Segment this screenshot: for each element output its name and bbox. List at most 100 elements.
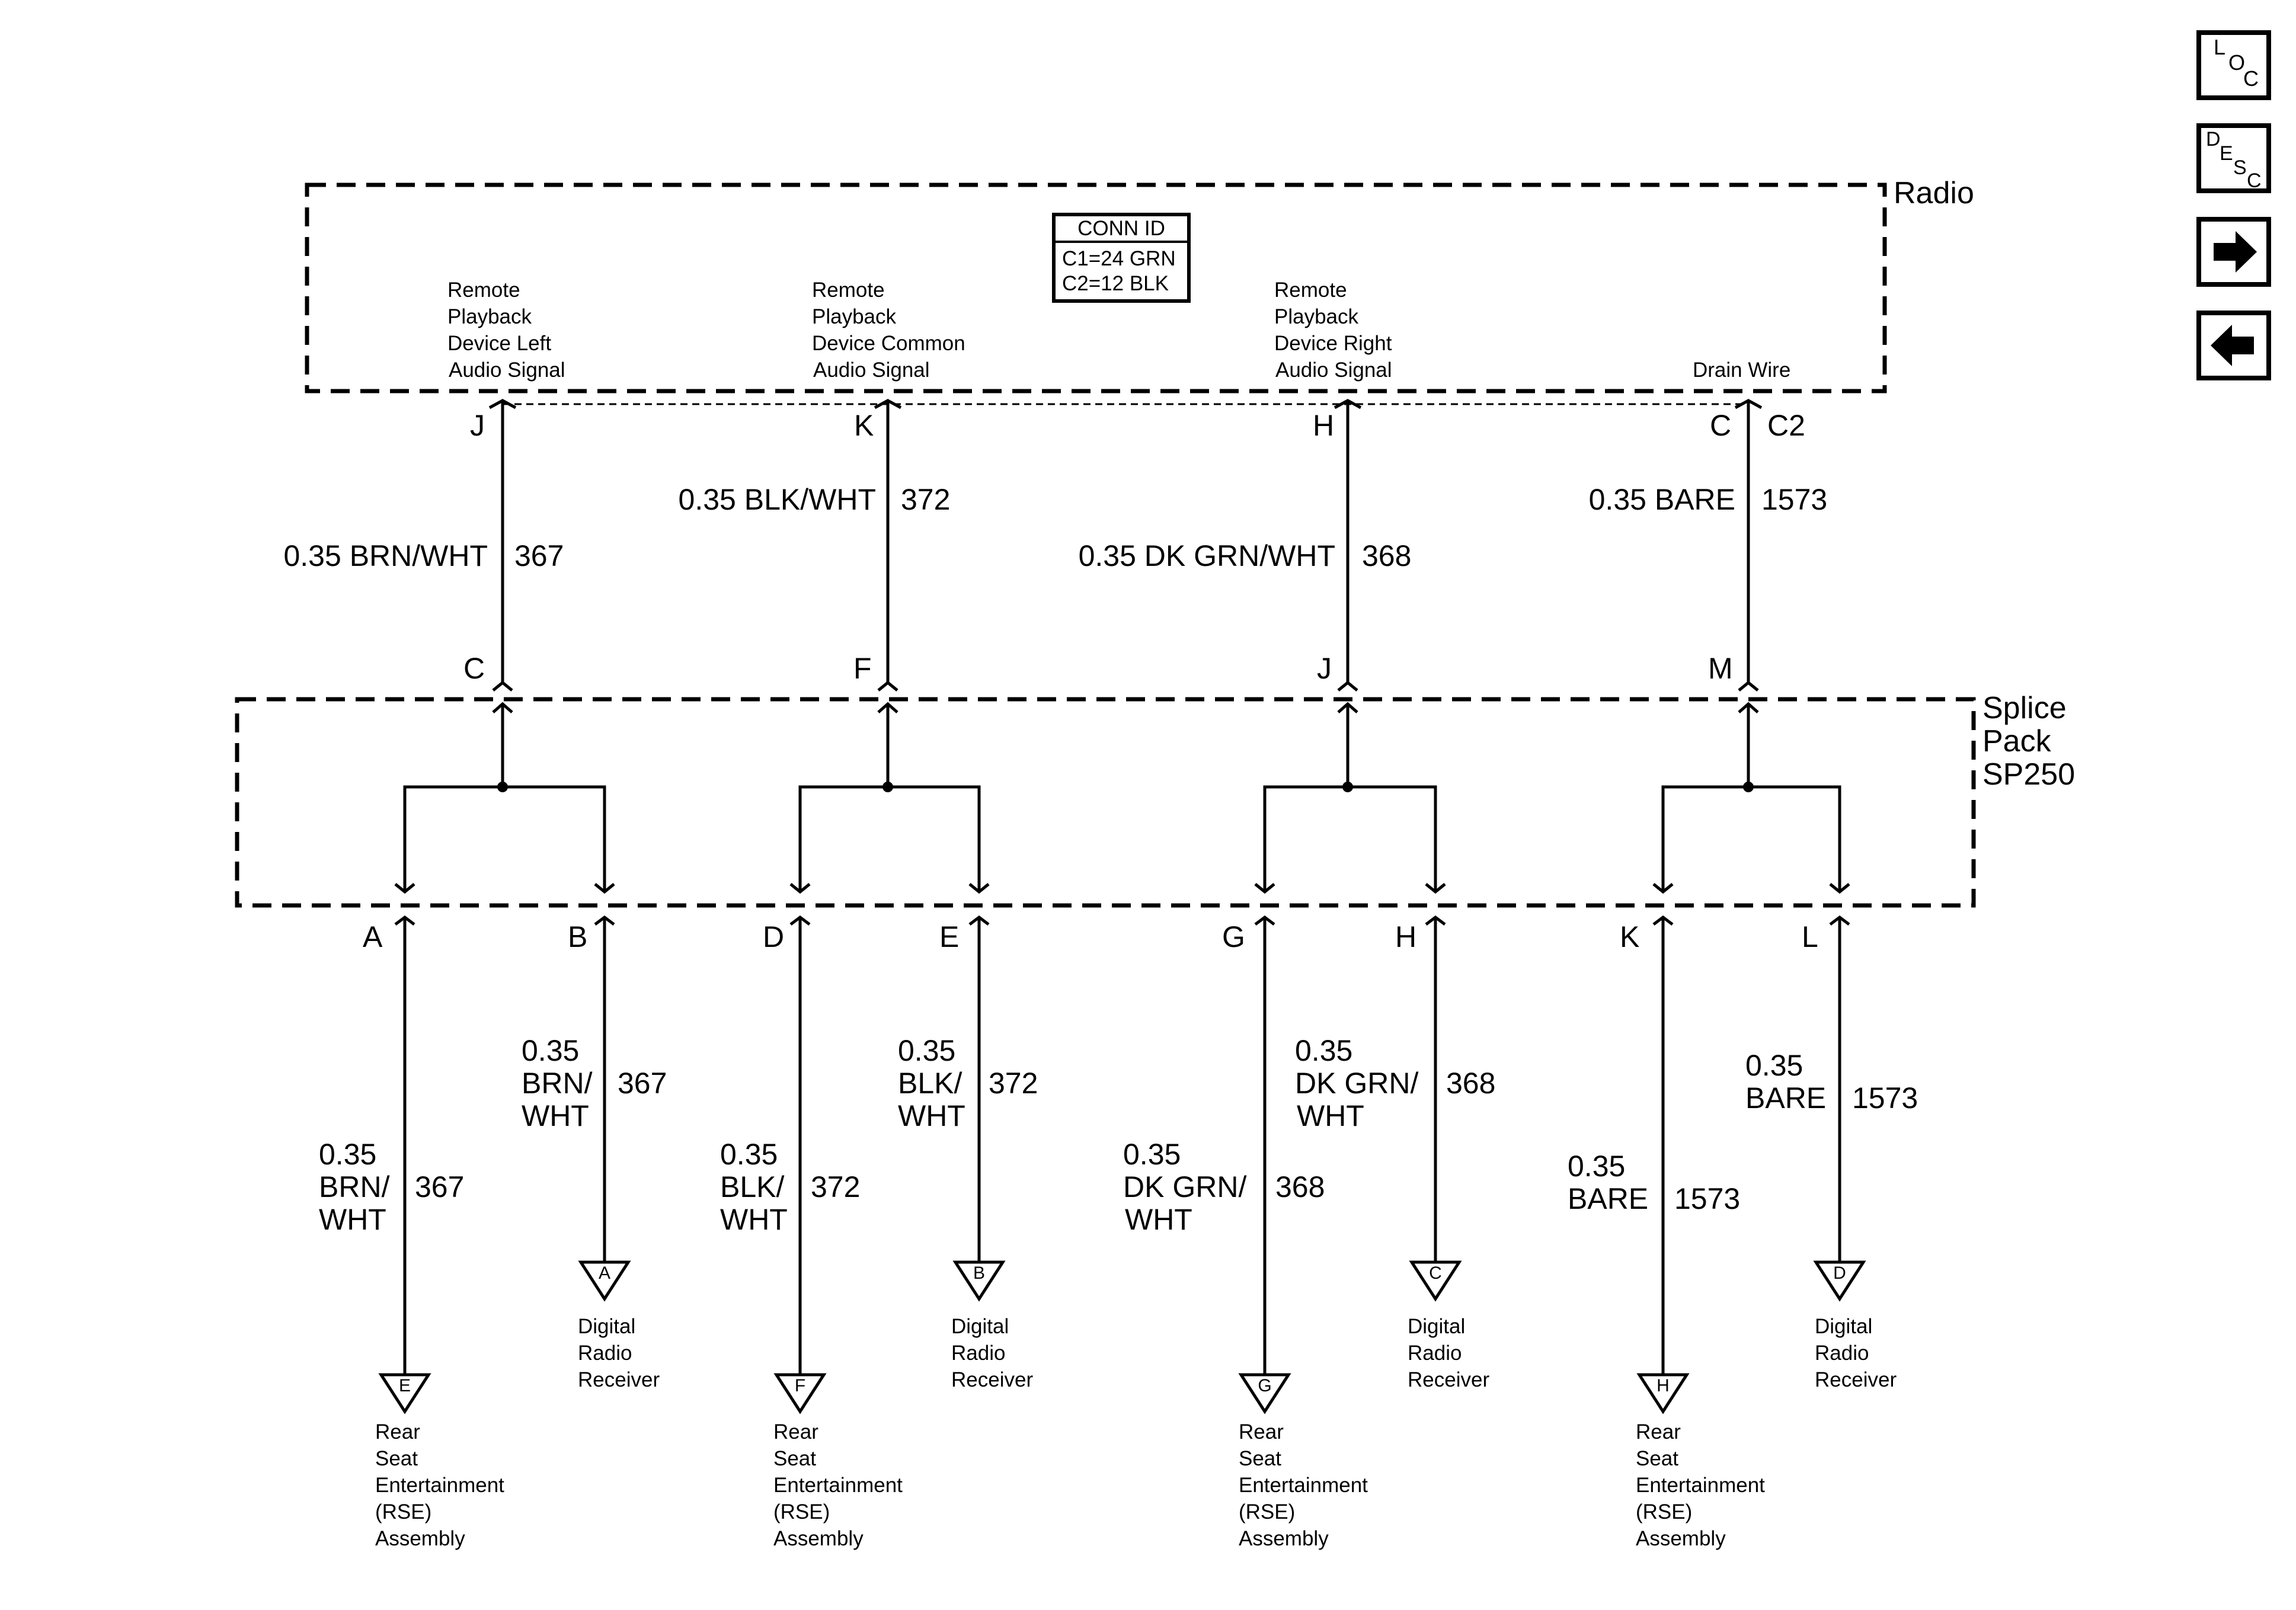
- svg-text:0.35: 0.35: [1568, 1150, 1625, 1183]
- svg-text:0.35: 0.35: [1745, 1049, 1803, 1082]
- radio-pin-c2: C2: [1767, 409, 1805, 442]
- splice-pin-m: M: [1708, 652, 1733, 685]
- svg-text:WHT: WHT: [720, 1203, 788, 1236]
- lower-label-e: 0.35 BLK/ WHT 372: [898, 1034, 1038, 1132]
- dest-rse-g: G Rear Seat Entertainment (RSE) Assembly: [1238, 1373, 1368, 1550]
- desc-button[interactable]: D E S C: [2196, 123, 2271, 193]
- svg-text:WHT: WHT: [1297, 1099, 1364, 1132]
- splice-pin-c: C: [463, 652, 485, 685]
- svg-text:DK GRN/: DK GRN/: [1295, 1067, 1418, 1100]
- splice-pin-j: J: [1317, 652, 1332, 685]
- lower-wire-b-367: [594, 915, 615, 1262]
- svg-text:Device Common: Device Common: [812, 332, 965, 355]
- svg-text:Rear: Rear: [1239, 1420, 1284, 1443]
- desc-common-audio: Remote Playback Device Common Audio Sign…: [812, 279, 965, 382]
- svg-text:BARE: BARE: [1745, 1081, 1826, 1115]
- upper-wire-368: [1334, 399, 1362, 692]
- svg-text:D: D: [1833, 1263, 1846, 1283]
- splice-pin-h: H: [1395, 920, 1416, 953]
- arrow-left-icon: [2211, 325, 2254, 366]
- svg-text:Entertainment: Entertainment: [773, 1474, 903, 1497]
- svg-text:368: 368: [1446, 1067, 1495, 1100]
- lower-wire-a-367: [394, 915, 415, 1375]
- lower-wire-h-368: [1425, 915, 1446, 1262]
- splice-pin-l: L: [1802, 920, 1818, 953]
- svg-text:Seat: Seat: [773, 1447, 816, 1470]
- svg-text:C: C: [1429, 1263, 1442, 1283]
- lower-wire-g-368: [1254, 915, 1275, 1375]
- upper-wire-367: [488, 399, 517, 692]
- next-page-button[interactable]: [2196, 217, 2271, 287]
- svg-text:Entertainment: Entertainment: [375, 1474, 504, 1497]
- svg-text:WHT: WHT: [319, 1203, 386, 1236]
- desc-left-audio: Remote Playback Device Left Audio Signal: [447, 279, 565, 382]
- splice-branch-372: [789, 702, 990, 894]
- conn-id-c2: C2=12 BLK: [1062, 272, 1169, 295]
- loc-letter-l: L: [2214, 35, 2225, 59]
- lower-label-d: 0.35 BLK/ WHT 372: [720, 1138, 860, 1236]
- lower-wire-l-1573: [1829, 915, 1850, 1262]
- svg-text:Digital: Digital: [1408, 1315, 1465, 1338]
- svg-text:Remote: Remote: [447, 279, 520, 302]
- upper-wire-372: [874, 399, 902, 692]
- svg-text:Seat: Seat: [1239, 1447, 1281, 1470]
- conn-id-table: CONN ID C1=24 GRN C2=12 BLK: [1052, 213, 1191, 303]
- svg-text:Digital: Digital: [951, 1315, 1009, 1338]
- dest-drr-a: A Digital Radio Receiver: [578, 1260, 660, 1391]
- svg-text:BLK/: BLK/: [720, 1170, 785, 1204]
- svg-text:0.35: 0.35: [898, 1034, 955, 1067]
- lower-wire-d-372: [789, 915, 811, 1375]
- svg-text:368: 368: [1275, 1170, 1325, 1204]
- loc-button[interactable]: L O C: [2196, 30, 2271, 100]
- svg-text:Radio: Radio: [1815, 1342, 1869, 1365]
- svg-text:0.35: 0.35: [522, 1034, 579, 1067]
- splice-pin-g: G: [1222, 920, 1245, 953]
- svg-text:(RSE): (RSE): [1239, 1500, 1295, 1523]
- svg-text:367: 367: [415, 1170, 464, 1204]
- radio-pin-h: H: [1313, 409, 1334, 442]
- wire-label-brn-wht: 0.35 BRN/WHT: [283, 539, 488, 572]
- svg-text:0.35: 0.35: [1295, 1034, 1352, 1067]
- svg-text:Assembly: Assembly: [1636, 1527, 1726, 1550]
- dest-rse-e: E Rear Seat Entertainment (RSE) Assembly: [375, 1373, 504, 1550]
- radio-pin-j: J: [470, 409, 485, 442]
- radio-pin-c: C: [1710, 409, 1731, 442]
- desc-letter-c: C: [2247, 169, 2262, 192]
- svg-text:H: H: [1657, 1376, 1670, 1395]
- splice-pin-k: K: [1620, 920, 1639, 953]
- svg-text:Digital: Digital: [1815, 1315, 1872, 1338]
- previous-page-button[interactable]: [2196, 311, 2271, 380]
- loc-letter-o: O: [2228, 50, 2245, 75]
- svg-text:F: F: [795, 1376, 805, 1395]
- conn-id-c1: C1=24 GRN: [1062, 247, 1176, 270]
- wire-label-bare: 0.35 BARE: [1589, 483, 1735, 516]
- splice-pin-f: F: [853, 652, 872, 685]
- svg-text:Pack: Pack: [1982, 724, 2052, 758]
- svg-text:(RSE): (RSE): [375, 1500, 431, 1523]
- lower-label-h: 0.35 DK GRN/ WHT 368: [1295, 1034, 1495, 1132]
- svg-text:Digital: Digital: [578, 1315, 635, 1338]
- arrow-right-icon: [2214, 231, 2257, 273]
- svg-text:Rear: Rear: [375, 1420, 420, 1443]
- dest-drr-c: C Digital Radio Receiver: [1408, 1260, 1489, 1391]
- svg-text:BARE: BARE: [1568, 1182, 1648, 1215]
- svg-text:0.35: 0.35: [1123, 1138, 1181, 1171]
- circuit-367: 367: [514, 539, 564, 572]
- svg-text:Rear: Rear: [1636, 1420, 1681, 1443]
- svg-text:0.35: 0.35: [720, 1138, 778, 1171]
- desc-right-audio: Remote Playback Device Right Audio Signa…: [1274, 279, 1392, 382]
- svg-text:BRN/: BRN/: [522, 1067, 593, 1100]
- lower-label-b: 0.35 BRN/ WHT 367: [522, 1034, 667, 1132]
- lower-wire-e-372: [968, 915, 990, 1262]
- lower-wire-k-1573: [1652, 915, 1674, 1375]
- radio-title: Radio: [1894, 176, 1974, 210]
- svg-text:Radio: Radio: [1408, 1342, 1462, 1365]
- svg-text:Receiver: Receiver: [578, 1368, 660, 1391]
- splice-pack-title: Splice Pack SP250: [1982, 691, 2075, 792]
- circuit-372: 372: [901, 483, 950, 516]
- splice-pack-box: [235, 697, 1976, 908]
- svg-text:Rear: Rear: [773, 1420, 818, 1443]
- radio-pin-k: K: [854, 409, 874, 442]
- svg-text:367: 367: [618, 1067, 667, 1100]
